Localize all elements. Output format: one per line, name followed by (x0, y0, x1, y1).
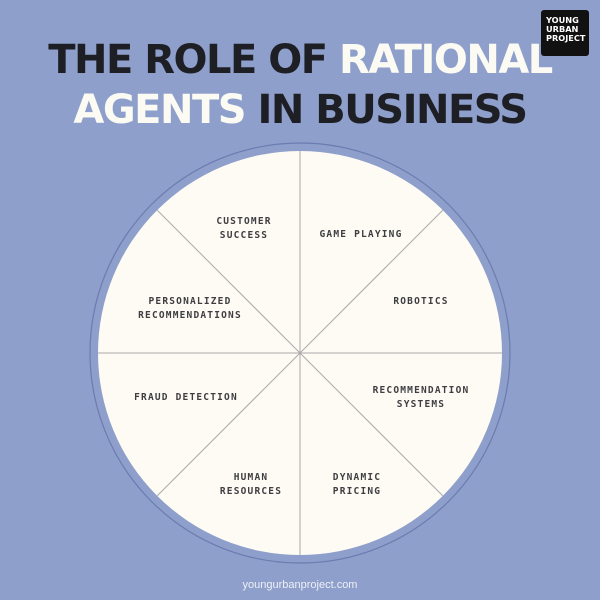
segment-label-line: DYNAMIC (332, 472, 382, 483)
title-line-1: THE ROLE OF RATIONAL (0, 36, 600, 84)
segment-label: CUSTOMER SUCCESS (216, 215, 271, 243)
segment-label-line: RECOMMENDATIONS (138, 310, 242, 321)
title-dark-text: IN BUSINESS (257, 87, 529, 133)
segment-label: DYNAMIC PRICING (333, 471, 381, 499)
segment-label-line: FRAUD DETECTION (134, 392, 238, 403)
segment-label: HUMAN RESOURCES (220, 471, 282, 499)
segment-label-line: HUMAN (233, 472, 269, 483)
segment-label-line: RECOMMENDATION (372, 385, 470, 396)
logo-line: URBAN (546, 24, 579, 34)
segment-label: RECOMMENDATION SYSTEMS (373, 384, 470, 412)
outer-ring (89, 142, 511, 564)
segment-label: PERSONALIZED RECOMMENDATIONS (138, 295, 242, 323)
segment-label-line: RESOURCES (219, 486, 283, 497)
title-light-text: RATIONAL (339, 37, 553, 83)
title-line-2: AGENTS IN BUSINESS (0, 86, 600, 134)
segment-label-line: CUSTOMER (216, 216, 272, 227)
footer-url: youngurbanproject.com (242, 579, 358, 591)
segment-label-line: ROBOTICS (393, 296, 449, 307)
brand-logo: YOUNG URBAN PROJECT (541, 10, 589, 56)
segment-label: ROBOTICS (393, 295, 448, 309)
segment-label-line: SYSTEMS (396, 399, 446, 410)
segment-label: FRAUD DETECTION (134, 391, 238, 405)
segment-label: GAME PLAYING (319, 228, 402, 242)
logo-line: PROJECT (546, 33, 586, 43)
segment-label-line: PRICING (332, 486, 382, 497)
segment-divider (156, 209, 444, 497)
segment-label-line: GAME PLAYING (319, 229, 403, 240)
segment-label-line: PERSONALIZED (148, 296, 232, 307)
segment-label-line: SUCCESS (219, 230, 269, 241)
logo-line: YOUNG (546, 15, 579, 25)
title-dark-text: THE ROLE OF (48, 37, 328, 83)
title-light-text: AGENTS (73, 87, 246, 133)
